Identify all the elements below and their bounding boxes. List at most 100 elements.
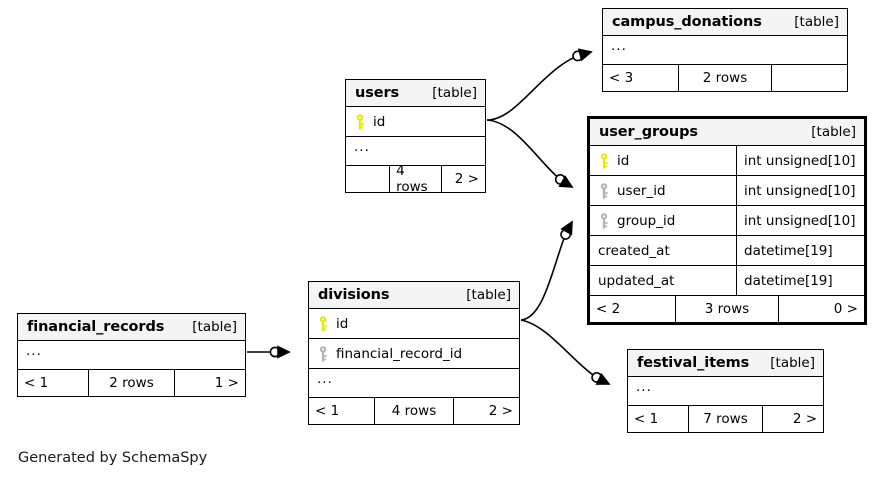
- table-footer-user_groups: < 2 3 rows 0 >: [590, 296, 864, 322]
- more-columns-indicator[interactable]: ...: [309, 369, 519, 398]
- cardinality-zero-marker: [572, 50, 583, 62]
- column-label: group_id: [617, 212, 676, 229]
- column-label: created_at: [598, 242, 670, 259]
- foreign-key-icon: [319, 345, 327, 362]
- table-financial_records[interactable]: financial_records [table]... < 1 2 rows 1 >: [17, 313, 246, 397]
- footer-row-count: 2 rows: [88, 370, 175, 396]
- footer-parents-count[interactable]: < 1: [634, 411, 659, 427]
- table-kind-label: [table]: [811, 124, 856, 140]
- table-footer-campus_donations: < 3 2 rows: [603, 65, 847, 91]
- more-columns-indicator[interactable]: ...: [603, 36, 847, 65]
- relationship-users-to-user_groups-user_id: [486, 119, 573, 188]
- relationship-divisions-to-user_groups-group_id: [520, 221, 573, 321]
- footer-children-count[interactable]: 0 >: [833, 301, 858, 317]
- ellipsis-label: ...: [26, 343, 42, 359]
- table-header-user_groups: user_groups[table]: [590, 119, 864, 146]
- footer-parents-count[interactable]: < 3: [609, 70, 634, 86]
- column-label: updated_at: [598, 272, 675, 289]
- relationship-divisions-to-festival_items: [520, 319, 610, 385]
- footer-children-count[interactable]: [772, 65, 847, 91]
- table-title: festival_items: [637, 355, 750, 371]
- primary-key-icon: [600, 152, 608, 169]
- primary-key-icon: [356, 113, 364, 130]
- column-row[interactable]: updated_at datetime[19]: [590, 266, 864, 296]
- column-label: financial_record_id: [336, 345, 463, 362]
- column-name-cell: user_id: [590, 176, 736, 205]
- column-name-cell: financial_record_id: [309, 339, 519, 368]
- more-columns-indicator[interactable]: ...: [346, 137, 485, 166]
- foreign-key-icon: [600, 212, 608, 229]
- table-header-financial_records: financial_records [table]: [18, 314, 245, 341]
- column-label: id: [373, 113, 386, 130]
- table-title: divisions: [318, 287, 390, 303]
- table-kind-label: [table]: [794, 14, 839, 30]
- table-divisions[interactable]: divisions [table] id financial_record_id...…: [308, 281, 520, 425]
- column-row[interactable]: id int unsigned[10]: [590, 146, 864, 176]
- footer-children-count[interactable]: 2 >: [488, 403, 513, 419]
- column-type-cell: datetime[19]: [736, 266, 864, 295]
- column-row[interactable]: user_id int unsigned[10]: [590, 176, 864, 206]
- table-kind-label: [table]: [432, 85, 477, 101]
- column-name-cell: updated_at: [590, 266, 736, 295]
- cardinality-zero-marker: [554, 174, 566, 185]
- ellipsis-label: ...: [636, 379, 652, 395]
- table-header-festival_items: festival_items [table]: [628, 350, 823, 377]
- footer-row-count: 3 rows: [674, 296, 780, 322]
- more-columns-indicator[interactable]: ...: [18, 341, 245, 370]
- ellipsis-label: ...: [317, 371, 333, 387]
- relationship-arrowhead: [277, 345, 291, 359]
- relationship-arrowhead: [558, 175, 574, 188]
- column-row[interactable]: id: [346, 107, 485, 137]
- column-name-cell: id: [590, 146, 736, 175]
- column-name-cell: id: [309, 309, 519, 338]
- cardinality-zero-marker: [269, 346, 281, 358]
- table-kind-label: [table]: [770, 355, 815, 371]
- table-header-users: users[table]: [346, 80, 485, 107]
- footer-row-count: 2 rows: [678, 65, 772, 91]
- table-campus_donations[interactable]: campus_donations [table]... < 3 2 rows: [602, 8, 848, 92]
- column-name-cell: created_at: [590, 236, 736, 265]
- footer-children-count[interactable]: 2 >: [454, 171, 479, 187]
- relationship-arrowhead: [560, 220, 573, 236]
- relationship-users-to-campus_donations: [486, 51, 592, 121]
- column-row[interactable]: created_at datetime[19]: [590, 236, 864, 266]
- table-users[interactable]: users[table] id... 4 rows 2 >: [345, 79, 486, 195]
- column-type-cell: int unsigned[10]: [736, 206, 864, 235]
- footer-parents-count[interactable]: < 1: [24, 375, 49, 391]
- ellipsis-label: ...: [354, 139, 370, 155]
- footer-row-count: 4 rows: [389, 163, 442, 195]
- footer-parents-count[interactable]: [346, 166, 389, 192]
- column-label: user_id: [617, 182, 666, 199]
- relationship-arrowhead: [595, 372, 611, 385]
- column-type-cell: datetime[19]: [736, 236, 864, 265]
- footer-children-count[interactable]: 2 >: [792, 411, 818, 427]
- cardinality-zero-marker: [591, 372, 603, 383]
- column-row[interactable]: financial_record_id: [309, 339, 519, 369]
- column-row[interactable]: group_id int unsigned[10]: [590, 206, 864, 236]
- diagram-caption: Generated by SchemaSpy: [18, 450, 208, 466]
- table-title: campus_donations: [612, 14, 762, 30]
- relationship-arrowhead: [577, 48, 593, 62]
- column-row[interactable]: id: [309, 309, 519, 339]
- column-label: id: [336, 315, 349, 332]
- column-type-cell: int unsigned[10]: [736, 176, 864, 205]
- table-footer-financial_records: < 1 2 rows 1 >: [18, 370, 245, 396]
- footer-parents-count[interactable]: < 1: [315, 403, 340, 419]
- foreign-key-icon: [600, 182, 608, 199]
- column-name-cell: id: [346, 107, 485, 136]
- primary-key-icon: [319, 315, 327, 332]
- table-kind-label: [table]: [466, 287, 511, 303]
- table-header-divisions: divisions [table]: [309, 282, 519, 309]
- table-kind-label: [table]: [192, 319, 237, 335]
- table-title: financial_records: [27, 319, 165, 335]
- footer-row-count: 4 rows: [373, 398, 455, 424]
- footer-parents-count[interactable]: < 2: [596, 301, 621, 317]
- footer-children-count[interactable]: 1 >: [214, 375, 239, 391]
- column-type-cell: int unsigned[10]: [736, 146, 864, 175]
- column-label: id: [617, 152, 630, 169]
- more-columns-indicator[interactable]: ...: [628, 377, 823, 406]
